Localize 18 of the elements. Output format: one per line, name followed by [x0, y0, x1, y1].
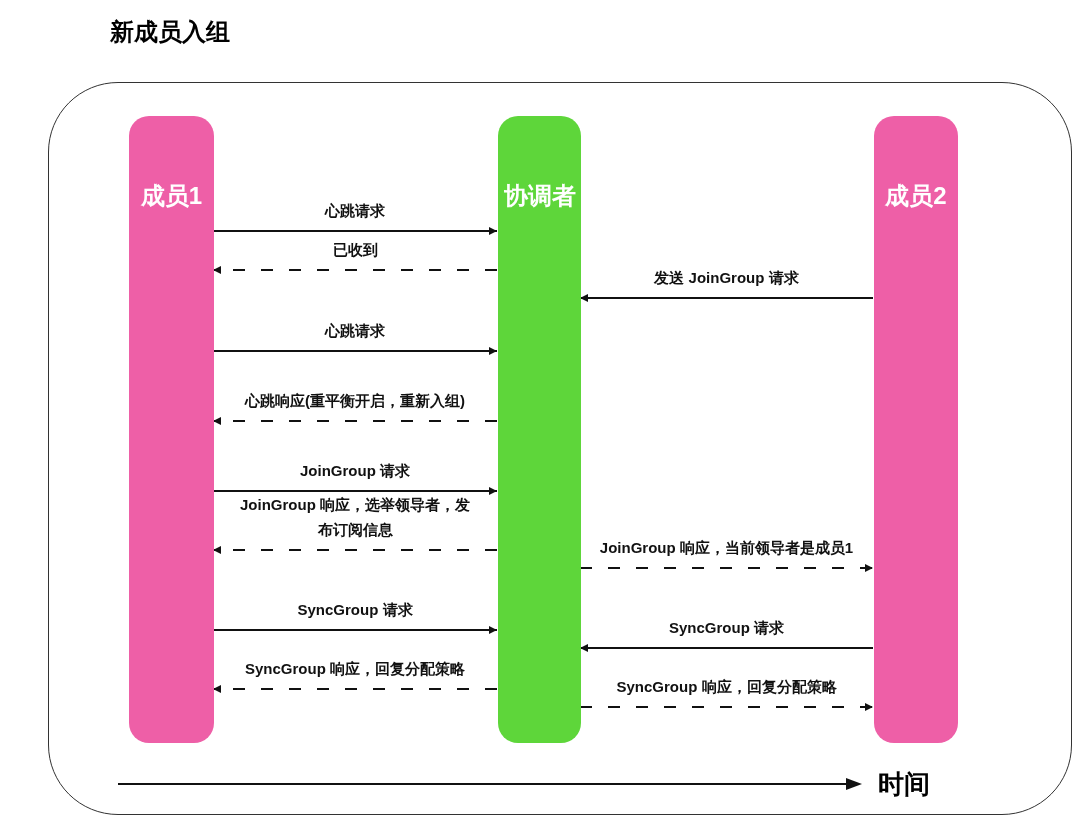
- lifeline-bar: 成员1: [129, 116, 214, 743]
- arrow: [212, 266, 498, 274]
- lifeline-bar: 协调者: [498, 116, 581, 743]
- arrow: [212, 685, 498, 693]
- axis-label: 时间: [878, 768, 930, 801]
- arrow: [579, 703, 874, 711]
- lifeline-bar: 成员2: [874, 116, 958, 743]
- frame-box: [48, 82, 1072, 815]
- arrow: [579, 294, 874, 302]
- arrow: [212, 626, 498, 634]
- arrow: [212, 487, 498, 495]
- arrow: [212, 347, 498, 355]
- arrow: [579, 564, 874, 572]
- arrow: [579, 644, 874, 652]
- arrow: [212, 546, 498, 554]
- arrow: [212, 227, 498, 235]
- diagram-title: 新成员入组: [110, 17, 230, 47]
- arrow: [212, 417, 498, 425]
